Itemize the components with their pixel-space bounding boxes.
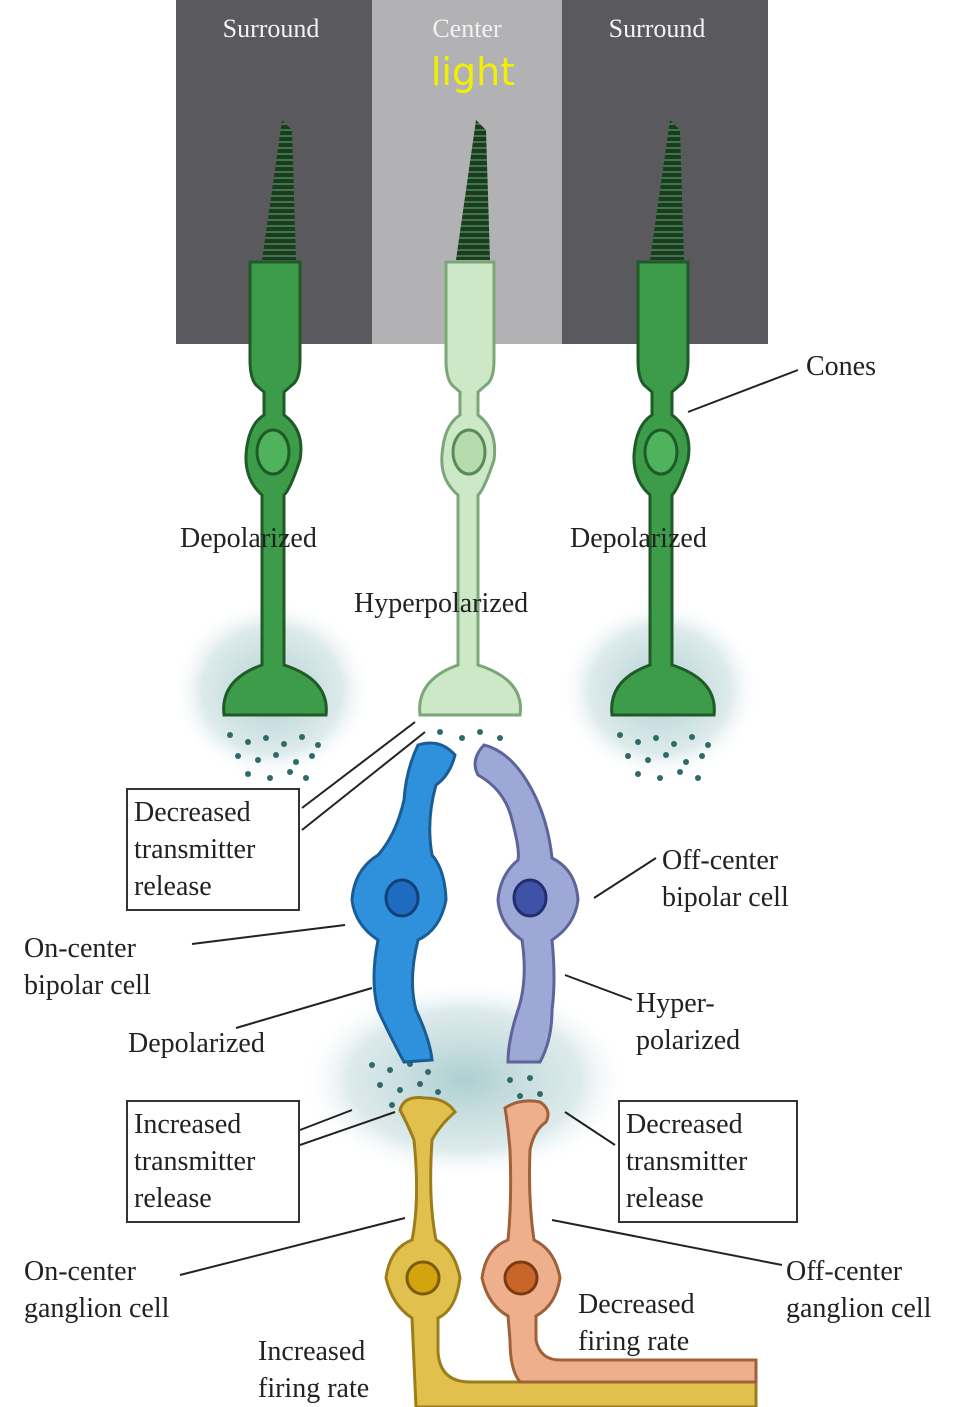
- label-off-center-bipolar: Off-center bipolar cell: [662, 842, 789, 916]
- label-on-center-ganglion: On-center ganglion cell: [24, 1253, 169, 1327]
- box-decreased-release-top: Decreased transmitter release: [126, 788, 300, 911]
- label-depolarized-right: Depolarized: [570, 520, 707, 557]
- label-off-center-ganglion: Off-center ganglion cell: [786, 1253, 931, 1327]
- header-surround-right: Surround: [562, 14, 752, 44]
- label-hyperpolarized-center: Hyperpolarized: [354, 585, 528, 622]
- halo-bipolar: [300, 980, 630, 1180]
- label-depolarized-bipolar: Depolarized: [128, 1025, 265, 1062]
- label-decreased-firing: Decreased firing rate: [578, 1286, 695, 1360]
- header-surround-left: Surround: [176, 14, 366, 44]
- header-center: Center: [372, 14, 562, 44]
- header-light: light: [378, 50, 568, 94]
- box-decreased-release-bottom: Decreased transmitter release: [618, 1100, 798, 1223]
- label-increased-firing: Increased firing rate: [258, 1333, 369, 1407]
- label-cones: Cones: [806, 348, 876, 385]
- label-on-center-bipolar: On-center bipolar cell: [24, 930, 151, 1004]
- label-depolarized-left: Depolarized: [180, 520, 317, 557]
- box-increased-release: Increased transmitter release: [126, 1100, 300, 1223]
- label-hyperpolarized-bipolar: Hyper- polarized: [636, 985, 740, 1059]
